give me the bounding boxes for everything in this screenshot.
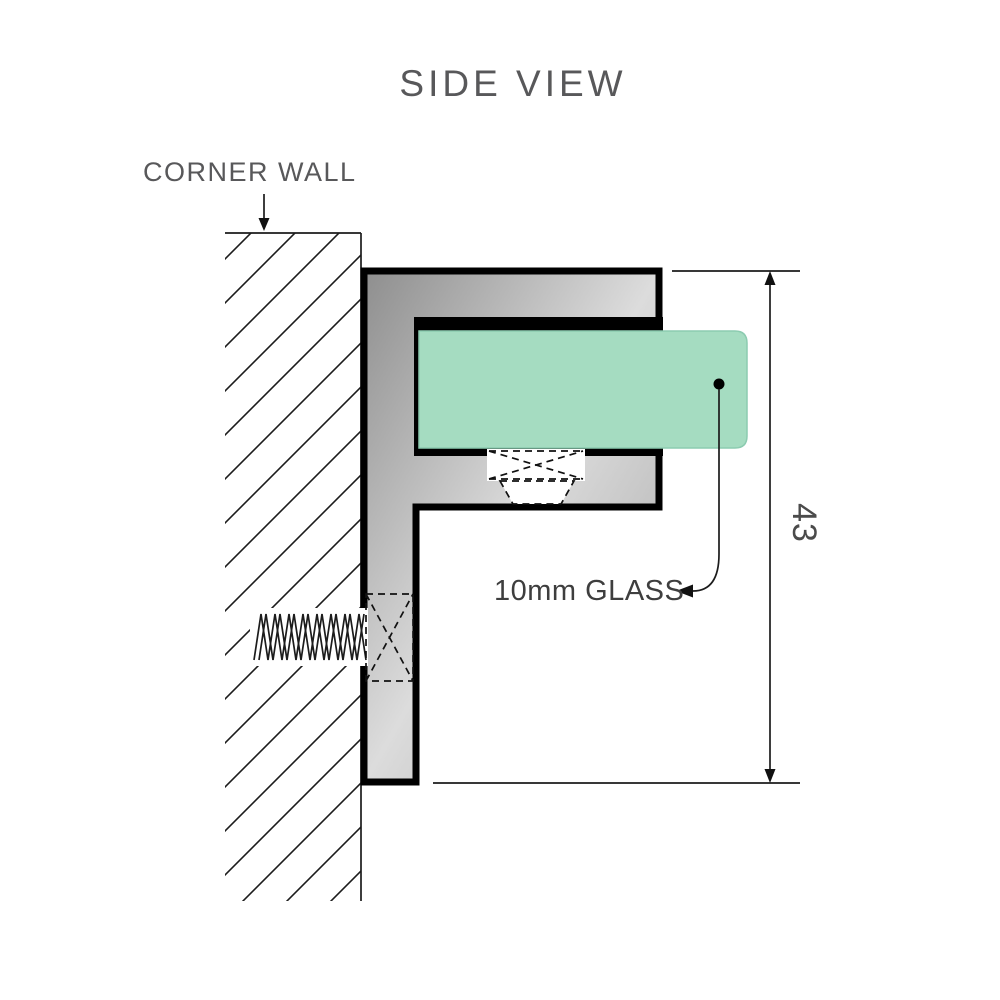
leader-dot (713, 378, 725, 390)
dimension-arrow-bottom-icon (764, 769, 776, 783)
grub-screw (487, 449, 585, 505)
glass-panel (418, 330, 748, 449)
dimension-arrow-top-icon (764, 271, 776, 285)
glass-label: 10mm GLASS (494, 575, 684, 607)
corner-wall-arrow-icon (258, 194, 270, 231)
corner-wall-label: CORNER WALL (143, 157, 357, 187)
diagram-title: SIDE VIEW (399, 63, 626, 104)
glass-leader (676, 378, 725, 598)
wall-section (225, 232, 362, 901)
wall-hatching (225, 233, 361, 901)
screw-head (365, 593, 414, 682)
leader-arrow-icon (676, 584, 693, 598)
wall-screw (250, 593, 414, 682)
dimension-value: 43 (785, 503, 823, 543)
dimension-43: 43 (433, 270, 823, 784)
screw-thread-2 (258, 613, 365, 661)
